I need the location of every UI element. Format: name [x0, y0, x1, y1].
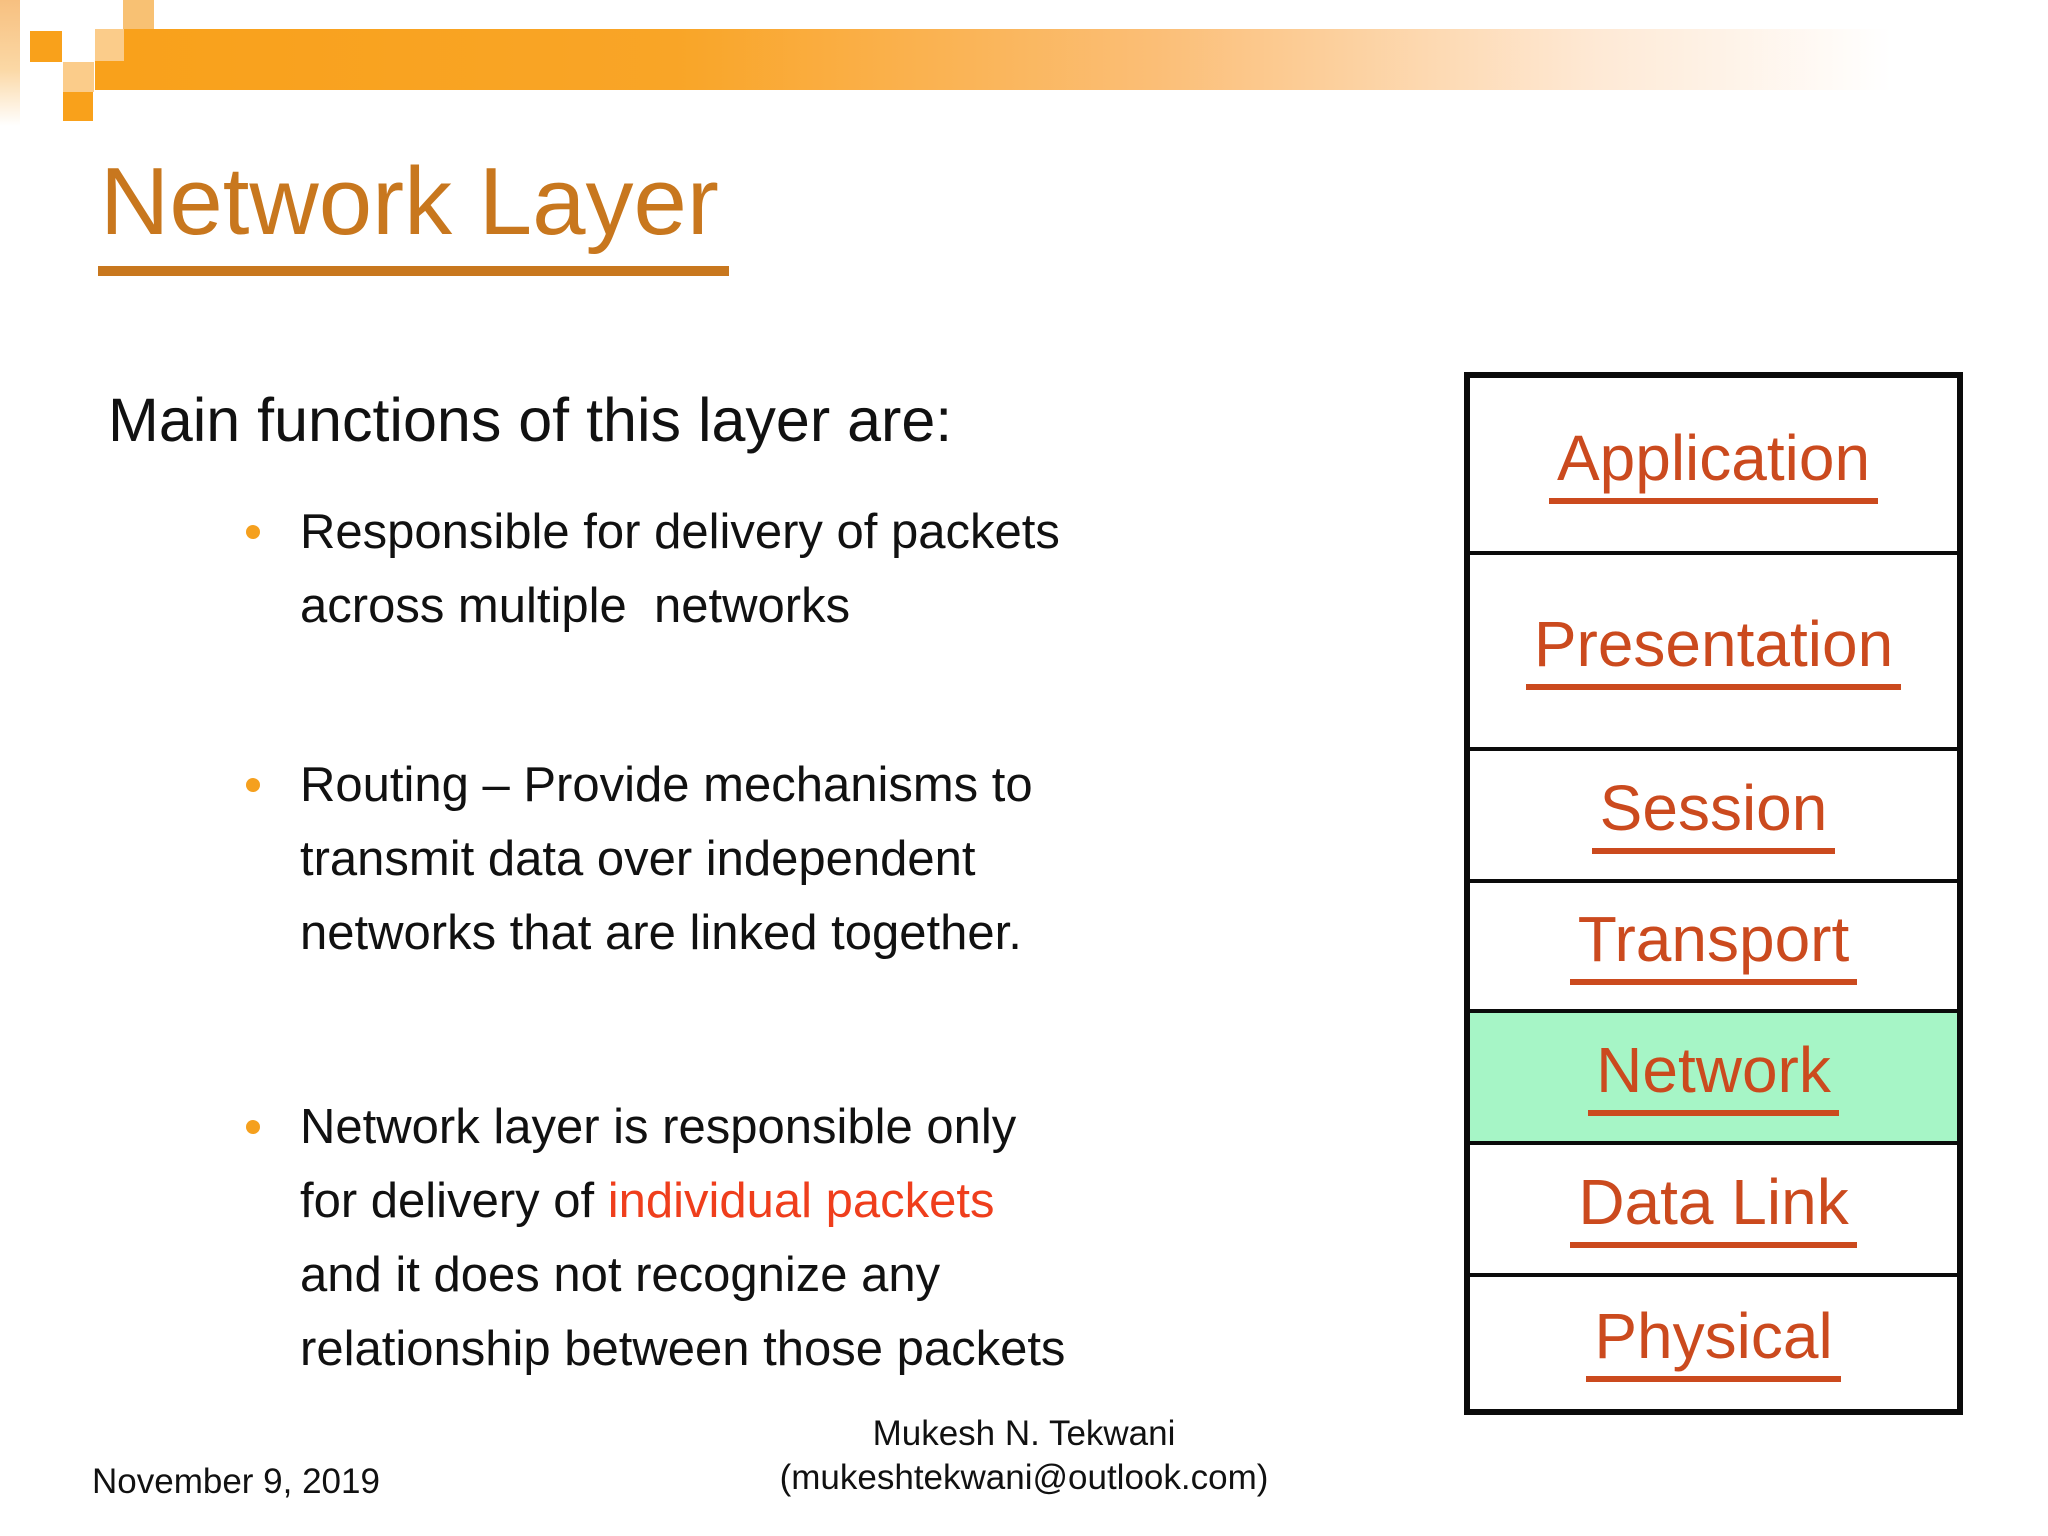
- osi-layer-label: Session: [1591, 776, 1836, 854]
- pixel-mosaic-square: [63, 92, 93, 121]
- bullet-dot-icon: [246, 778, 260, 792]
- osi-layer-label: Data Link: [1570, 1170, 1857, 1248]
- bullet-line: across multiple networks: [300, 579, 851, 633]
- osi-layer-label: Presentation: [1525, 612, 1902, 691]
- footer-author-block: Mukesh N. Tekwani (mukeshtekwani@outlook…: [0, 1412, 2048, 1500]
- bullet-line: Responsible for delivery of packets: [300, 505, 1060, 559]
- bullet-line: Routing – Provide mechanisms to: [300, 758, 1033, 812]
- slide-title: Network Layer: [98, 148, 729, 276]
- osi-layer-row-application: Application: [1470, 378, 1957, 556]
- osi-layer-row-physical: Physical: [1470, 1276, 1957, 1409]
- footer-date: November 9, 2019: [92, 1462, 380, 1501]
- osi-layer-label: Network: [1588, 1038, 1839, 1116]
- osi-layer-row-transport: Transport: [1470, 882, 1957, 1013]
- bullet-line: for delivery of: [300, 1174, 608, 1228]
- osi-layer-label: Physical: [1586, 1304, 1841, 1382]
- footer-email: (mukeshtekwani@outlook.com): [779, 1458, 1269, 1497]
- bullet-text-block: Responsible for delivery of packets acro…: [300, 495, 1440, 643]
- bullet-text-block: Network layer is responsible only for de…: [300, 1090, 1440, 1386]
- osi-layer-row-data-link: Data Link: [1470, 1144, 1957, 1277]
- bullet-item-1: Responsible for delivery of packets acro…: [230, 495, 1440, 643]
- emphasis-individual-packets: individual packets: [607, 1174, 995, 1228]
- bullet-line: Network layer is responsible only: [300, 1100, 1017, 1154]
- footer-author: Mukesh N. Tekwani: [872, 1414, 1176, 1453]
- body-heading: Main functions of this layer are:: [108, 386, 953, 454]
- bullet-line: and it does not recognize any: [300, 1248, 941, 1302]
- osi-layer-row-session: Session: [1470, 750, 1957, 883]
- bullet-line: networks that are linked together.: [300, 906, 1022, 960]
- bullet-text-block: Routing – Provide mechanisms to transmit…: [300, 748, 1440, 970]
- osi-stack-table: Application Presentation Session Transpo…: [1464, 372, 1963, 1415]
- bullet-dot-icon: [246, 1120, 260, 1134]
- bullet-item-2: Routing – Provide mechanisms to transmit…: [230, 748, 1440, 970]
- bullet-line: relationship between those packets: [300, 1322, 1066, 1376]
- pixel-mosaic-square: [123, 0, 154, 29]
- pixel-mosaic-square: [30, 31, 62, 62]
- pixel-mosaic-square: [95, 29, 125, 62]
- osi-layer-label: Application: [1548, 426, 1879, 504]
- osi-layer-row-network-highlighted: Network: [1470, 1012, 1957, 1145]
- pixel-mosaic-square: [63, 62, 94, 92]
- bullet-item-3: Network layer is responsible only for de…: [230, 1090, 1440, 1386]
- osi-layer-label: Transport: [1569, 907, 1858, 985]
- bullet-dot-icon: [246, 525, 260, 539]
- osi-layer-row-presentation: Presentation: [1470, 555, 1957, 751]
- header-gradient-bar: [124, 29, 1965, 90]
- pixel-mosaic-left-strip: [0, 0, 20, 126]
- pixel-mosaic-square: [95, 61, 125, 90]
- bullet-line: transmit data over independent: [300, 832, 976, 886]
